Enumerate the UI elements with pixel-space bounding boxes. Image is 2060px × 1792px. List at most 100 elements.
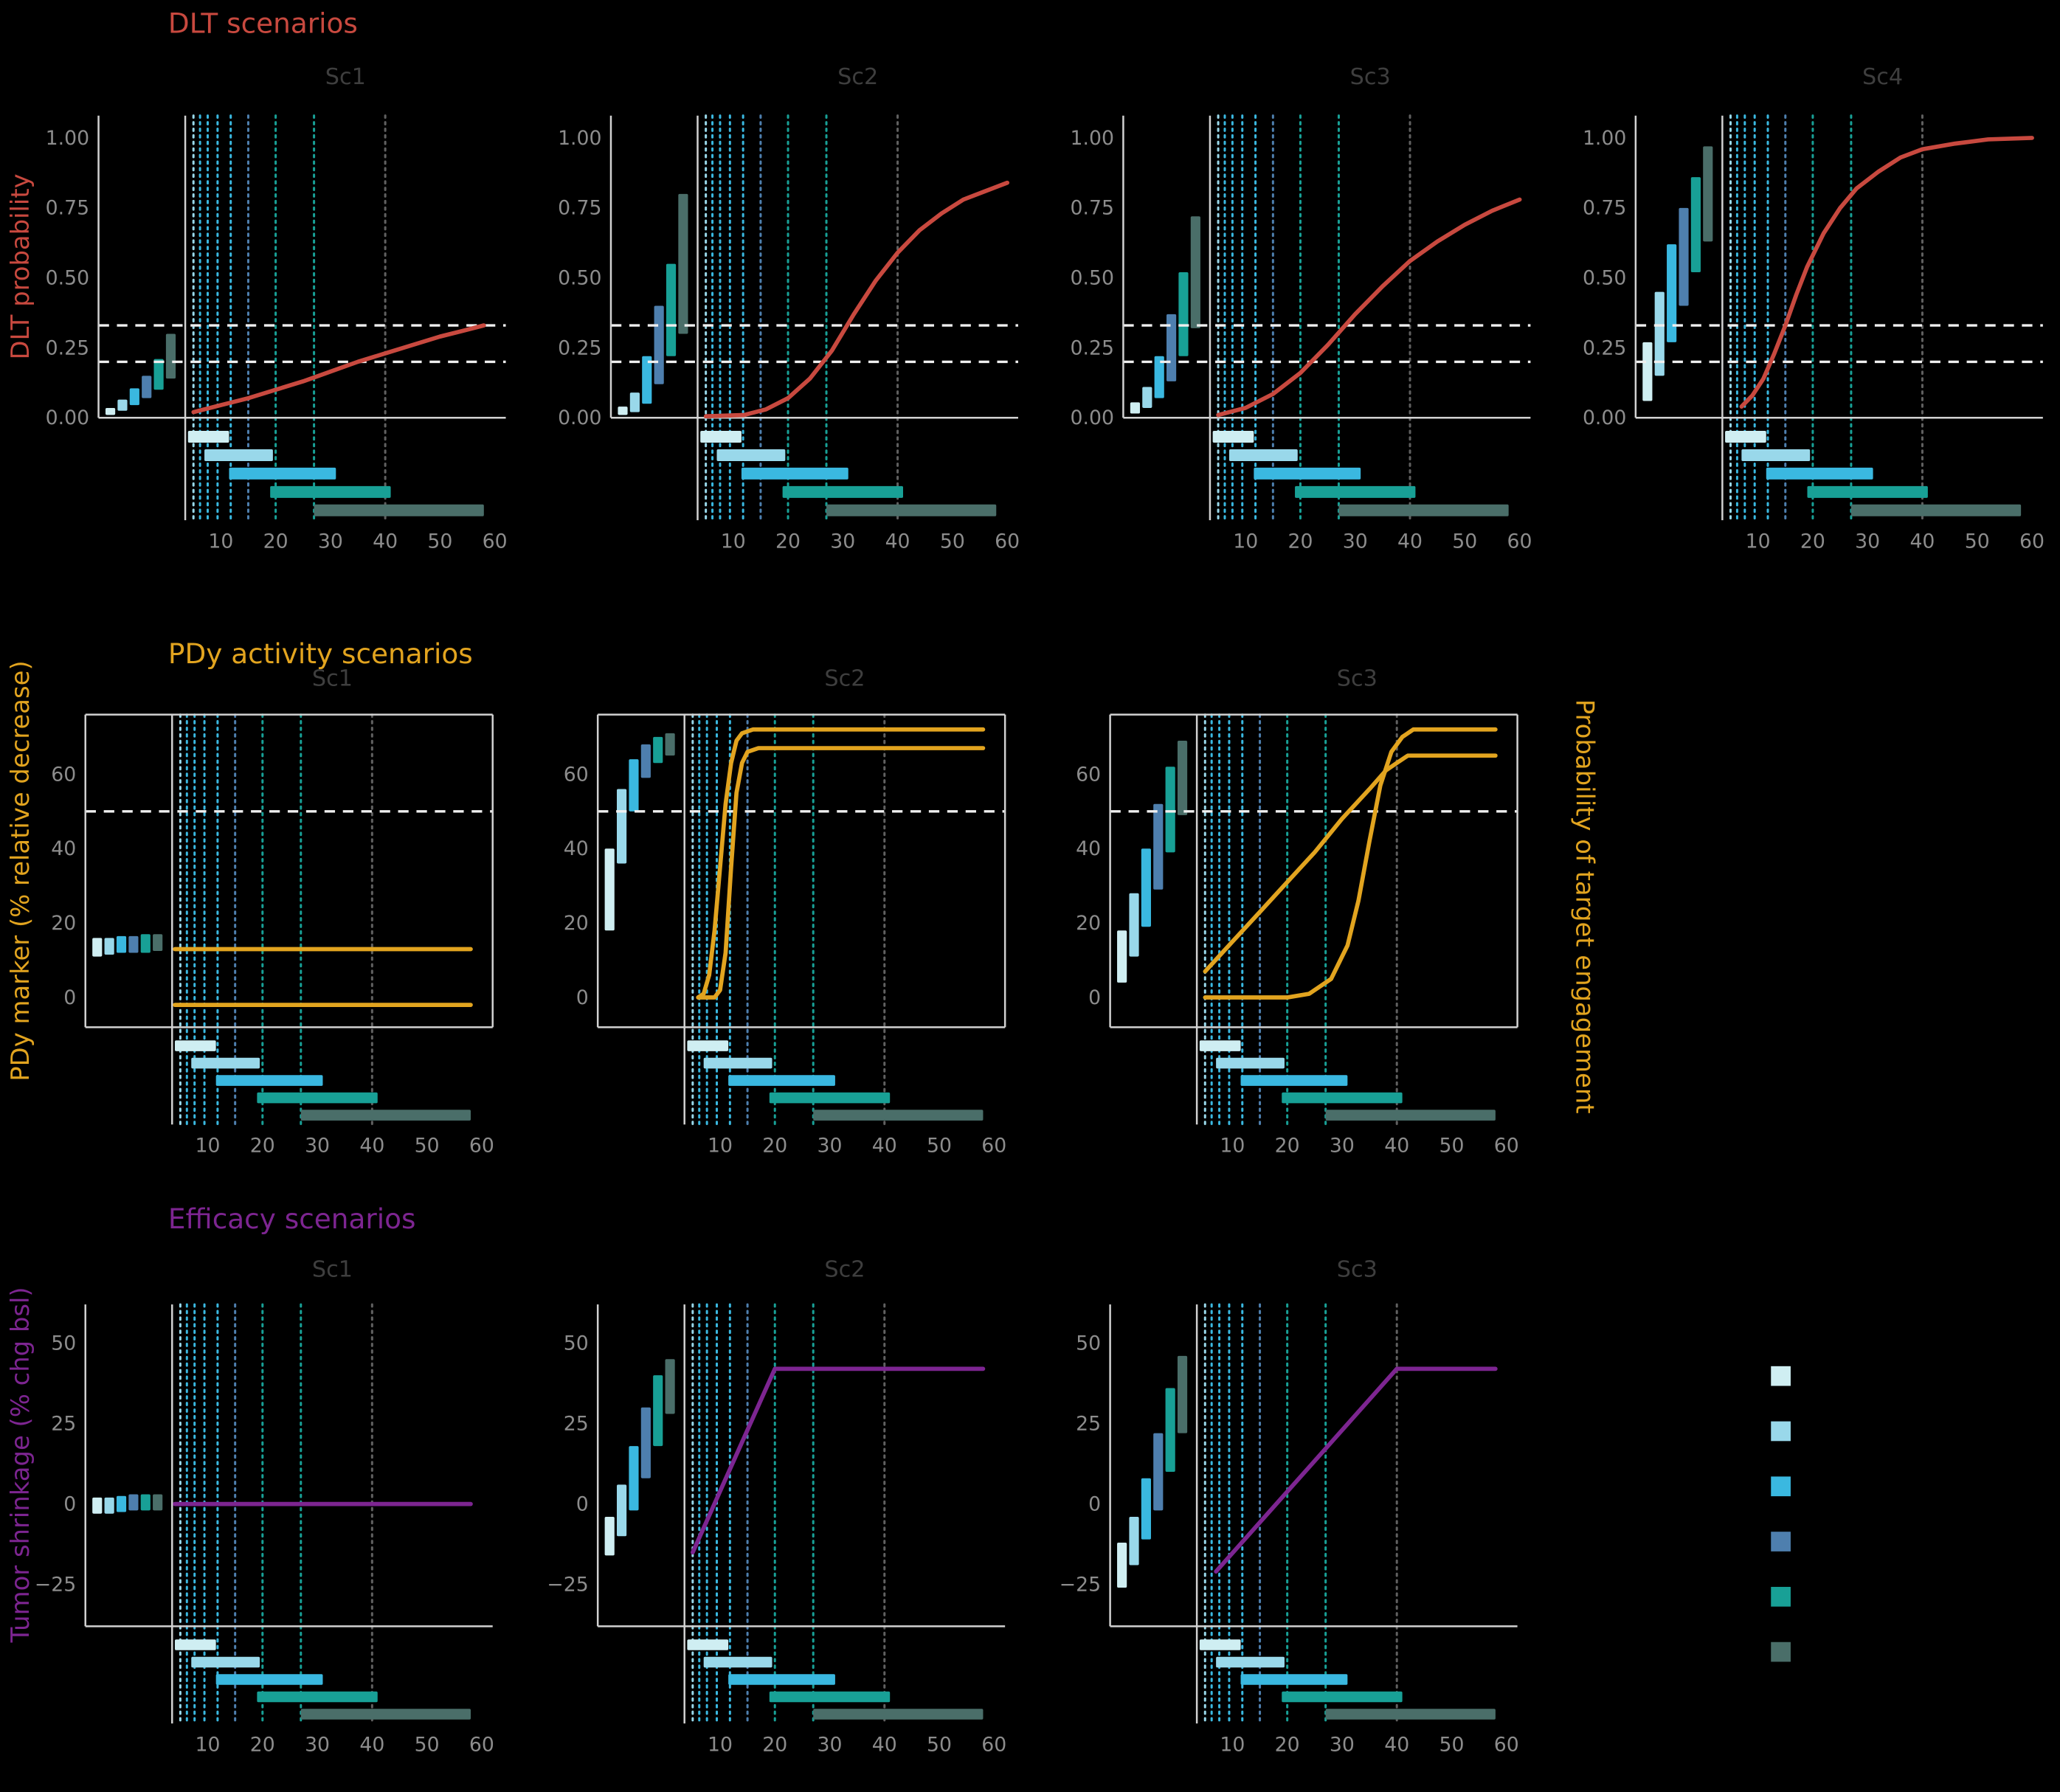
svg-text:40: 40: [872, 1734, 897, 1757]
svg-text:20: 20: [762, 1734, 787, 1757]
svg-text:40: 40: [1909, 530, 1935, 553]
svg-text:Sc2: Sc2: [824, 665, 865, 691]
svg-text:50: 50: [927, 1734, 952, 1757]
svg-text:60: 60: [2019, 530, 2045, 553]
svg-text:60: 60: [995, 530, 1020, 553]
svg-text:0.75: 0.75: [1583, 197, 1626, 220]
svg-text:40: 40: [373, 530, 398, 553]
svg-text:50: 50: [940, 530, 965, 553]
svg-text:30: 30: [818, 1135, 843, 1158]
svg-text:60: 60: [469, 1135, 494, 1158]
svg-text:Sc1: Sc1: [325, 64, 366, 90]
svg-text:20: 20: [1275, 1734, 1300, 1757]
svg-text:0.00: 0.00: [1071, 407, 1114, 429]
legend-swatch-dose-2: [1771, 1421, 1791, 1442]
svg-text:25: 25: [51, 1412, 76, 1435]
svg-text:0: 0: [1088, 986, 1101, 1009]
svg-text:50: 50: [927, 1135, 952, 1158]
svg-text:0.25: 0.25: [1071, 336, 1114, 359]
svg-text:30: 30: [318, 530, 343, 553]
svg-text:60: 60: [1507, 530, 1532, 553]
legend-swatch-dose-4: [1771, 1532, 1791, 1551]
svg-text:10: 10: [196, 1135, 221, 1158]
svg-text:0.50: 0.50: [558, 267, 601, 290]
dose-legend: [1771, 1366, 1791, 1698]
svg-text:0: 0: [576, 1493, 589, 1516]
svg-text:10: 10: [708, 1135, 733, 1158]
svg-text:30: 30: [1330, 1734, 1355, 1757]
svg-text:30: 30: [818, 1734, 843, 1757]
svg-text:60: 60: [981, 1734, 1006, 1757]
svg-text:10: 10: [208, 530, 233, 553]
svg-text:0.25: 0.25: [46, 336, 89, 359]
svg-text:20: 20: [250, 1734, 275, 1757]
svg-text:50: 50: [564, 1332, 589, 1355]
svg-text:20: 20: [775, 530, 801, 553]
svg-text:20: 20: [564, 912, 589, 935]
svg-text:30: 30: [305, 1135, 330, 1158]
pdy-scenarios-title: PDy activity scenarios: [167, 638, 473, 671]
svg-text:10: 10: [196, 1734, 221, 1757]
svg-text:30: 30: [1855, 530, 1880, 553]
svg-text:60: 60: [1494, 1734, 1519, 1757]
legend-swatch-dose-6: [1771, 1641, 1791, 1662]
svg-text:Sc3: Sc3: [1350, 64, 1391, 90]
svg-text:60: 60: [1076, 763, 1101, 786]
svg-text:Sc4: Sc4: [1862, 64, 1903, 90]
svg-text:20: 20: [1288, 530, 1313, 553]
svg-text:10: 10: [708, 1734, 733, 1757]
dlt-scenarios-title: DLT scenarios: [167, 7, 358, 40]
svg-text:30: 30: [305, 1734, 330, 1757]
svg-text:20: 20: [762, 1135, 787, 1158]
svg-text:60: 60: [981, 1135, 1006, 1158]
svg-text:40: 40: [564, 837, 589, 860]
svg-text:0.25: 0.25: [558, 336, 601, 359]
svg-text:20: 20: [263, 530, 288, 553]
svg-text:30: 30: [1343, 530, 1368, 553]
legend-swatch-dose-1: [1771, 1366, 1791, 1386]
svg-text:10: 10: [1233, 530, 1258, 553]
svg-text:40: 40: [1076, 837, 1101, 860]
svg-text:50: 50: [1439, 1734, 1464, 1757]
svg-text:0.75: 0.75: [46, 197, 89, 220]
svg-text:60: 60: [51, 763, 76, 786]
svg-text:10: 10: [1746, 530, 1771, 553]
efficacy-scenarios-title: Efficacy scenarios: [167, 1203, 416, 1235]
svg-text:1.00: 1.00: [558, 127, 601, 150]
svg-text:Sc2: Sc2: [824, 1257, 865, 1283]
svg-text:0.00: 0.00: [1583, 407, 1626, 429]
svg-text:0: 0: [576, 986, 589, 1009]
svg-text:40: 40: [51, 837, 76, 860]
svg-text:10: 10: [721, 530, 746, 553]
svg-text:30: 30: [830, 530, 855, 553]
svg-text:20: 20: [1800, 530, 1825, 553]
legend-swatch-dose-5: [1771, 1586, 1791, 1607]
svg-text:10: 10: [1220, 1734, 1245, 1757]
svg-text:Sc3: Sc3: [1337, 665, 1378, 691]
svg-text:0.50: 0.50: [1583, 267, 1626, 290]
svg-text:40: 40: [1397, 530, 1423, 553]
svg-text:50: 50: [415, 1135, 440, 1158]
svg-text:50: 50: [415, 1734, 440, 1757]
svg-text:20: 20: [1275, 1135, 1300, 1158]
svg-text:0.75: 0.75: [558, 197, 601, 220]
legend-swatch-dose-3: [1771, 1476, 1791, 1497]
svg-text:Sc3: Sc3: [1337, 1257, 1378, 1283]
svg-text:40: 40: [359, 1135, 384, 1158]
svg-text:40: 40: [1384, 1734, 1409, 1757]
svg-text:40: 40: [885, 530, 910, 553]
svg-text:20: 20: [1076, 912, 1101, 935]
svg-text:60: 60: [1494, 1135, 1519, 1158]
svg-text:60: 60: [469, 1734, 494, 1757]
svg-text:0: 0: [63, 1493, 76, 1516]
svg-text:40: 40: [872, 1135, 897, 1158]
